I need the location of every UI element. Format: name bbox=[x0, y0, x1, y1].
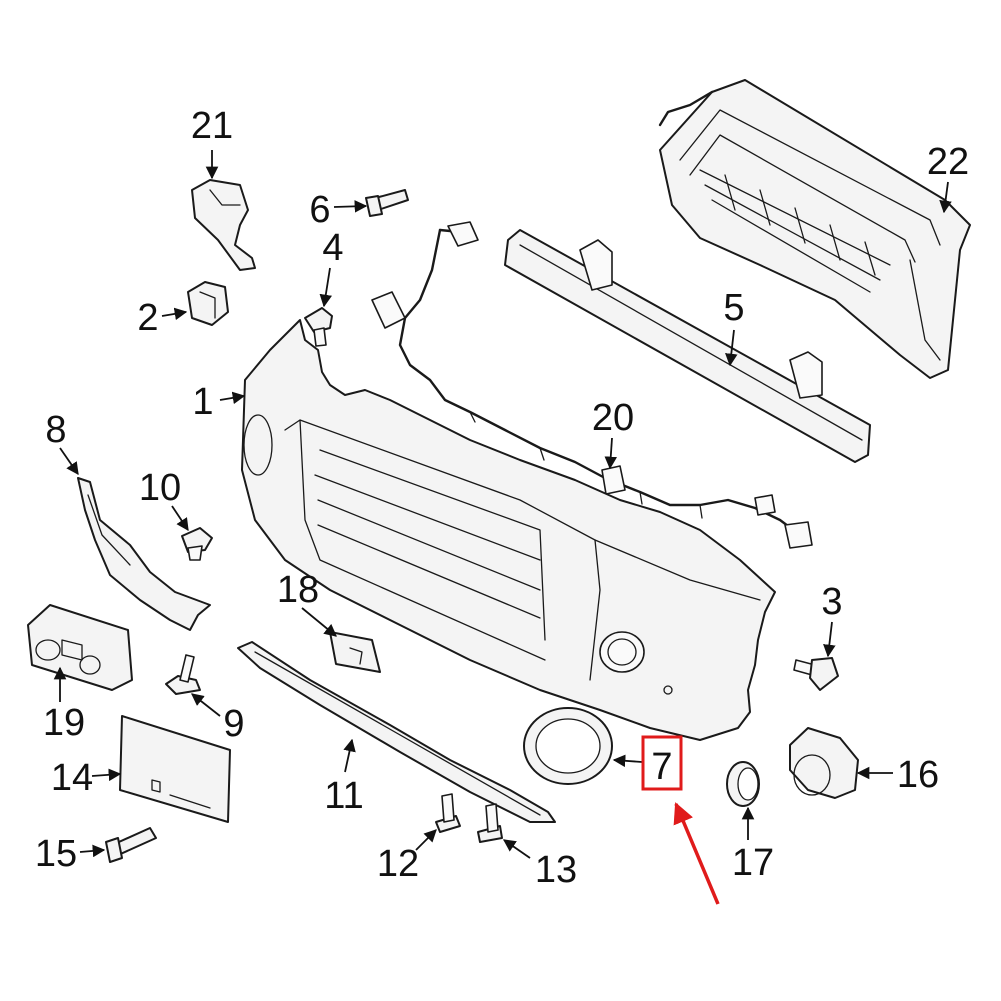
callout-18: 18 bbox=[277, 569, 319, 611]
part-13-screw bbox=[477, 803, 503, 843]
callout-labels: 21 6 4 2 1 5 20 22 8 10 18 3 19 9 14 15 … bbox=[35, 105, 969, 891]
leader-lines bbox=[53, 150, 952, 859]
leader-18 bbox=[301, 607, 337, 637]
leader-6 bbox=[333, 200, 368, 213]
part-1-bumper-cover bbox=[241, 319, 776, 741]
leader-12 bbox=[415, 829, 437, 851]
leader-7 bbox=[612, 754, 643, 768]
callout-8: 8 bbox=[45, 409, 66, 451]
callout-15: 15 bbox=[35, 833, 77, 875]
leader-8 bbox=[59, 447, 79, 476]
highlight-part-7 bbox=[641, 735, 720, 905]
part-9-plug bbox=[165, 654, 201, 695]
callout-7: 7 bbox=[651, 746, 672, 788]
part-18-bracket bbox=[329, 631, 381, 673]
leader-4 bbox=[319, 267, 332, 308]
part-15-bolt bbox=[105, 827, 157, 863]
part-11-lower-trim bbox=[237, 641, 556, 823]
leader-11 bbox=[343, 738, 356, 773]
callout-16: 16 bbox=[897, 754, 939, 796]
callout-17: 17 bbox=[732, 842, 774, 884]
highlight-arrow bbox=[673, 802, 720, 905]
part-3-screw bbox=[793, 657, 839, 691]
callout-20: 20 bbox=[592, 397, 634, 439]
leader-20 bbox=[604, 437, 618, 470]
leader-3 bbox=[823, 621, 836, 658]
callout-21: 21 bbox=[191, 105, 233, 147]
leader-9 bbox=[191, 693, 221, 717]
callout-9: 9 bbox=[223, 703, 244, 745]
callout-6: 6 bbox=[309, 189, 330, 231]
part-12-screw bbox=[435, 793, 461, 833]
highlight-box bbox=[641, 735, 683, 791]
part-17-sensor-ring bbox=[726, 761, 760, 807]
part-19-switch-panel bbox=[27, 604, 133, 691]
leader-1 bbox=[219, 391, 246, 405]
callout-12: 12 bbox=[377, 843, 419, 885]
part-22-radiator-support bbox=[658, 79, 971, 379]
leader-13 bbox=[502, 839, 531, 859]
callout-22: 22 bbox=[927, 141, 969, 183]
part-10-push-pin bbox=[181, 527, 213, 561]
part-14-plate-bracket bbox=[119, 715, 231, 823]
callout-13: 13 bbox=[535, 849, 577, 891]
part-2-clip bbox=[187, 281, 229, 326]
part-5-bumper-beam bbox=[504, 229, 871, 463]
callout-11: 11 bbox=[324, 775, 363, 817]
callout-4: 4 bbox=[322, 227, 343, 269]
leader-22 bbox=[939, 181, 952, 214]
part-8-trim-molding bbox=[77, 477, 211, 631]
callout-19: 19 bbox=[43, 702, 85, 744]
part-4-screw bbox=[304, 307, 333, 347]
part-20-wiring-harness bbox=[371, 221, 813, 549]
part-16-parking-sensor bbox=[789, 727, 859, 799]
callout-2: 2 bbox=[137, 297, 158, 339]
callout-14: 14 bbox=[51, 757, 93, 799]
callout-3: 3 bbox=[821, 581, 842, 623]
callout-5: 5 bbox=[723, 287, 744, 329]
callout-10: 10 bbox=[139, 467, 181, 509]
part-7-fog-lamp-bezel bbox=[523, 707, 613, 785]
leader-14 bbox=[91, 768, 122, 782]
leader-2 bbox=[161, 307, 188, 321]
part-21-sensor bbox=[191, 179, 256, 271]
leader-10 bbox=[171, 505, 189, 532]
callout-1: 1 bbox=[192, 381, 213, 423]
part-6-bolt bbox=[365, 189, 409, 217]
leader-15 bbox=[79, 844, 106, 858]
leader-5 bbox=[725, 329, 738, 367]
